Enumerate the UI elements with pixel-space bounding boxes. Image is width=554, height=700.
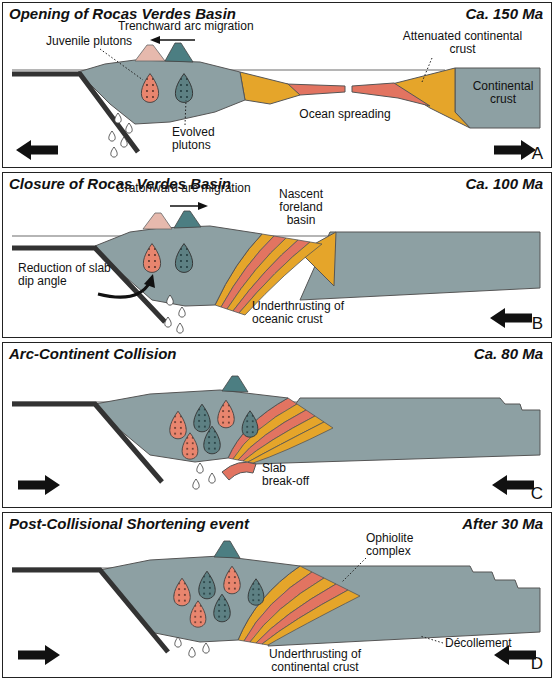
panel-letter: C <box>531 484 543 504</box>
oceanic-crust <box>352 83 430 106</box>
leader-line <box>342 558 366 582</box>
volcano <box>174 211 201 228</box>
juvenile-pluton <box>141 74 158 103</box>
panel-age: Ca. 100 Ma <box>465 175 543 192</box>
panel-letter: B <box>532 314 543 334</box>
panel-age: Ca. 150 Ma <box>465 5 543 22</box>
arc-crust <box>95 226 262 306</box>
juvenile-pluton <box>174 578 191 606</box>
evolved-pluton <box>194 404 211 432</box>
attenuated-crust <box>300 232 336 286</box>
evolved-pluton <box>175 74 192 103</box>
annotation-label: Ophiolite complex <box>366 532 436 558</box>
thrust-sheet <box>262 590 360 645</box>
juvenile-pluton <box>218 400 235 428</box>
annotation-label: Underthrusting of continental crust <box>250 648 380 674</box>
juvenile-pluton <box>190 601 206 627</box>
juvenile-pluton <box>182 433 198 459</box>
evolved-pluton <box>214 594 231 622</box>
annotation-label: Slab break-off <box>262 462 322 488</box>
convergence-arrow <box>490 308 532 328</box>
leader-line <box>100 49 143 80</box>
volcano <box>143 213 172 229</box>
arrow-head <box>198 202 208 210</box>
annotation-label: Juvenile plutons <box>46 35 146 48</box>
arrow-head <box>150 36 160 44</box>
melt-drop <box>197 463 203 473</box>
melt-drop <box>193 479 199 489</box>
thrust-sheet <box>248 422 333 463</box>
leader-line <box>185 100 186 125</box>
panel-letter: D <box>531 654 543 674</box>
evolved-pluton <box>204 426 221 454</box>
evolved-pluton <box>199 571 216 599</box>
convergence-arrow <box>18 475 60 495</box>
panel-age: After 30 Ma <box>462 515 543 532</box>
volcano <box>165 43 193 62</box>
annotation-label: Attenuated continental crust <box>395 30 530 56</box>
annotation-label: Underthrusting of oceanic crust <box>252 300 362 326</box>
melt-drop <box>165 317 171 327</box>
melt-drop <box>175 637 181 647</box>
attenuated-crust <box>240 72 300 104</box>
melt-drop <box>179 307 185 317</box>
evolved-pluton <box>248 579 264 605</box>
annotation-label: Evolved plutons <box>172 126 232 152</box>
volcano <box>135 45 165 61</box>
migration-arrow <box>170 205 200 207</box>
annotation-label: Continental crust <box>470 80 536 106</box>
volcano <box>214 541 240 558</box>
melt-drop <box>109 131 115 141</box>
panel-title: Post-Collisional Shortening event <box>9 515 249 532</box>
annotation-label: Trenchward arc migration <box>118 20 278 33</box>
melt-drop <box>115 113 121 123</box>
melt-drop <box>209 473 215 483</box>
leader-line <box>420 636 443 643</box>
panel-box: Opening of Rocas Verdes BasinCa. 150 MaA <box>2 2 552 168</box>
continental-crust <box>300 232 540 300</box>
arc-crust <box>95 390 288 462</box>
subducting-slab <box>12 248 165 322</box>
panel-title: Arc-Continent Collision <box>9 345 177 362</box>
volcano <box>222 376 248 392</box>
panel-letter: A <box>532 144 543 164</box>
continental-crust <box>455 68 540 128</box>
subducting-slab <box>12 404 162 482</box>
juvenile-pluton <box>170 411 187 439</box>
panel-d-art <box>12 541 540 665</box>
melt-drop <box>111 147 117 157</box>
annotation-label: Nascent foreland basin <box>266 188 336 227</box>
leader-line <box>422 58 432 82</box>
annotation-label: Décollement <box>445 637 540 650</box>
annotation-label: Ocean spreading <box>290 108 400 121</box>
juvenile-pluton <box>224 566 241 594</box>
thrust-sheet <box>256 584 348 644</box>
broken-slab <box>222 462 256 480</box>
melt-drop <box>126 123 132 133</box>
panel-b-art <box>12 202 540 333</box>
melt-drop <box>167 295 173 305</box>
curved-arrow <box>98 282 150 297</box>
arc-crust <box>78 60 245 124</box>
panel-age: Ca. 80 Ma <box>474 345 543 362</box>
migration-arrow <box>158 39 195 41</box>
convergence-arrow <box>492 475 534 495</box>
melt-drop <box>189 647 195 657</box>
evolved-pluton <box>242 411 258 437</box>
convergence-arrow <box>18 645 60 665</box>
melt-drop <box>121 137 127 147</box>
annotation-label: Reduction of slab dip angle <box>18 262 118 288</box>
melt-drop <box>177 323 183 333</box>
arc-crust <box>100 556 300 642</box>
extension-arrow <box>16 140 58 160</box>
juvenile-pluton <box>143 244 160 273</box>
arrow-head <box>144 274 155 288</box>
extension-arrow <box>494 140 536 160</box>
panel-c-art <box>12 376 540 495</box>
subducting-slab <box>12 570 168 652</box>
melt-drop <box>203 643 209 653</box>
evolved-pluton <box>175 244 192 273</box>
annotation-label: Cratonward arc migration <box>116 182 276 195</box>
